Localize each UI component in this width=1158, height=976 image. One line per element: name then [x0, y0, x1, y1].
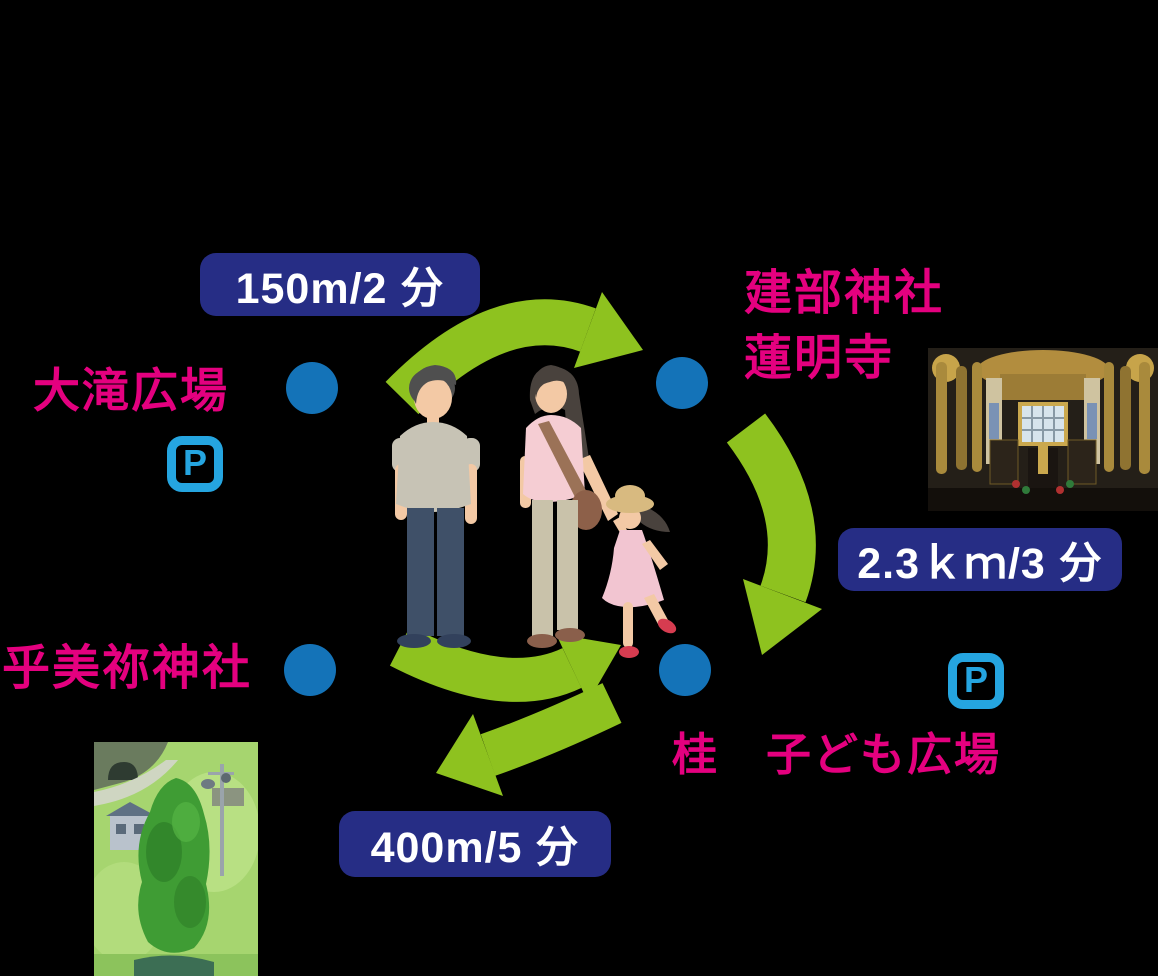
- arrow-katsura-to-omine-icon: [436, 683, 622, 796]
- label-takebe-jinja: 建部神社: [744, 267, 945, 320]
- distance-badge-omine-katsura: 400m/5 分: [339, 811, 611, 877]
- parking-letter: P: [963, 659, 988, 700]
- parking-icon: P: [948, 653, 1004, 709]
- label-renmyoji: 蓮明寺: [744, 332, 895, 385]
- route-dot-otaki: [286, 362, 338, 414]
- parking-letter: P: [182, 442, 207, 483]
- mother-figure: [520, 365, 618, 648]
- omine-sacred-tree-photo: [94, 742, 258, 976]
- arrow-takebe-to-katsura-icon: [726, 413, 822, 655]
- arrow-omine-to-katsura-icon: [389, 626, 621, 702]
- parking-icon: P: [167, 436, 223, 492]
- distance-badge-takebe-katsura: 2.3ｋｍ/3 分: [838, 528, 1122, 591]
- distance-badge-otaki-takebe: 150m/2 分: [200, 253, 480, 316]
- label-omine-jinja: 乎美祢神社: [2, 642, 253, 695]
- label-otaki-hiroba: 大滝広場: [33, 364, 229, 417]
- daughter-figure: [602, 485, 677, 658]
- label-katsura-kodomo-hiroba: 桂 子ども広場: [672, 729, 1002, 780]
- father-figure: [392, 365, 480, 648]
- family-illustration: [392, 365, 677, 658]
- takebe-renmyoji-photo: [928, 348, 1158, 511]
- route-dot-omine: [284, 644, 336, 696]
- route-dot-takebe: [656, 357, 708, 409]
- route-dot-katsura: [659, 644, 711, 696]
